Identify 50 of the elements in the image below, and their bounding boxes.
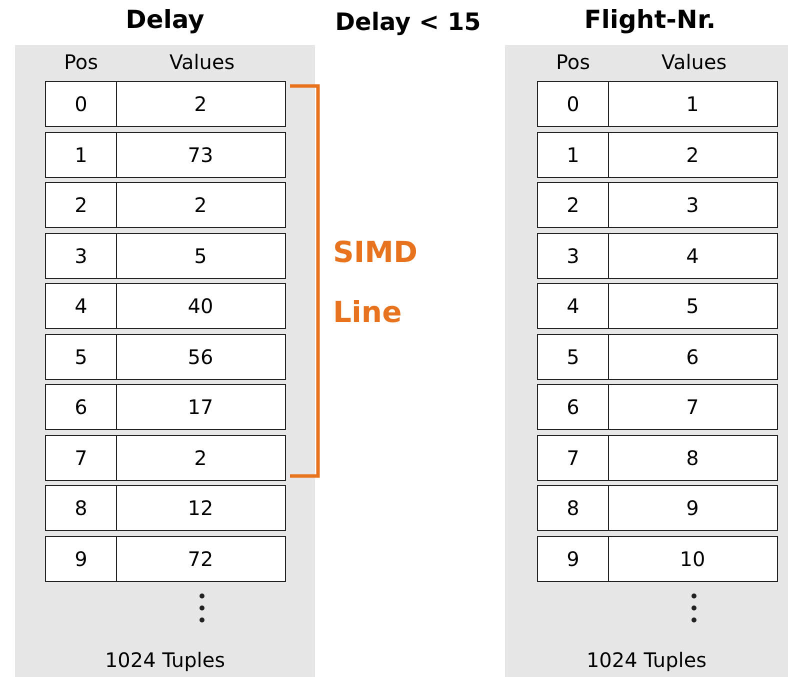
- value-cell: 2: [116, 434, 286, 480]
- value-cell: 56: [116, 334, 286, 380]
- simd-line-label: SIMD Line: [333, 234, 419, 331]
- column-header: Pos: [62, 50, 99, 74]
- position-cell: 6: [537, 384, 609, 430]
- position-cell: 0: [537, 81, 609, 127]
- column-header: Values: [168, 50, 236, 74]
- position-cell: 0: [45, 81, 117, 127]
- tuple-count: 1024 Tuples: [104, 648, 226, 672]
- value-cell: 9: [608, 485, 778, 531]
- position-cell: 3: [45, 232, 117, 278]
- value-cell: 72: [116, 536, 286, 582]
- position-cell: 1: [45, 132, 117, 178]
- value-cell: 6: [608, 334, 778, 380]
- position-cell: 2: [537, 182, 609, 228]
- tuple-count: 1024 Tuples: [585, 648, 708, 672]
- column-title: Delay: [124, 5, 206, 34]
- position-cell: 8: [537, 485, 609, 531]
- position-cell: 7: [537, 434, 609, 480]
- value-cell: 2: [608, 132, 778, 178]
- value-cell: 2: [116, 182, 286, 228]
- position-cell: 6: [45, 384, 117, 430]
- position-cell: 5: [45, 334, 117, 380]
- value-cell: 3: [608, 182, 778, 228]
- value-cell: 2: [116, 81, 286, 127]
- position-cell: 2: [45, 182, 117, 228]
- value-cell: 40: [116, 283, 286, 329]
- position-cell: 8: [45, 485, 117, 531]
- value-cell: 73: [116, 132, 286, 178]
- column-title: Flight-Nr.: [583, 5, 717, 34]
- position-cell: 4: [45, 283, 117, 329]
- value-cell: 1: [608, 81, 778, 127]
- column-header: Values: [660, 50, 728, 74]
- value-cell: 5: [116, 232, 286, 278]
- position-cell: 3: [537, 232, 609, 278]
- position-cell: 5: [537, 334, 609, 380]
- value-cell: 5: [608, 283, 778, 329]
- value-cell: 10: [608, 536, 778, 582]
- position-cell: 9: [45, 536, 117, 582]
- value-cell: 8: [608, 434, 778, 480]
- position-cell: 1: [537, 132, 609, 178]
- position-cell: 4: [537, 283, 609, 329]
- filter-condition: Delay < 15: [334, 8, 482, 36]
- value-cell: 4: [608, 232, 778, 278]
- position-cell: 7: [45, 434, 117, 480]
- value-cell: 12: [116, 485, 286, 531]
- value-cell: 7: [608, 384, 778, 430]
- column-header: Pos: [554, 50, 591, 74]
- position-cell: 9: [537, 536, 609, 582]
- value-cell: 17: [116, 384, 286, 430]
